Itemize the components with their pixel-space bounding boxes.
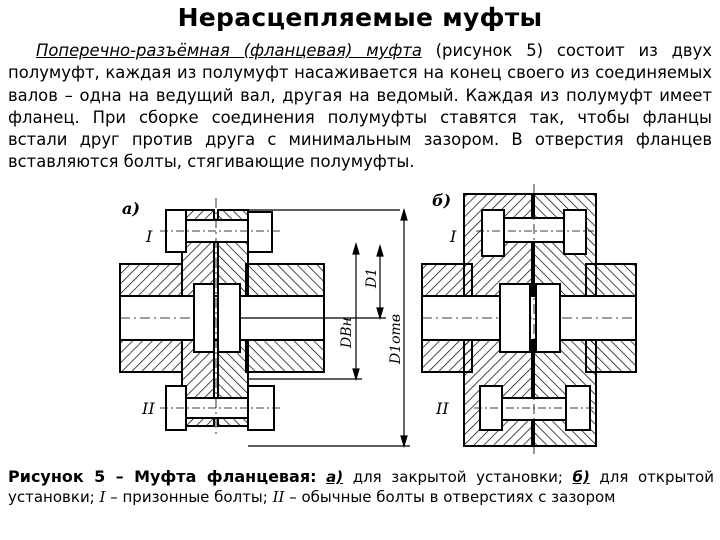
bolt-head-top-b xyxy=(481,209,505,257)
dimension-dvn: DВн xyxy=(339,317,355,349)
dimension-d1otv: D1отв xyxy=(388,314,404,365)
centre-boss-a xyxy=(193,283,215,353)
caption-b-text: для открытой установки; xyxy=(8,468,714,506)
figure-a-label: а) xyxy=(122,199,140,218)
caption-ii-letter: II xyxy=(272,488,285,506)
caption-i-letter: I xyxy=(99,488,106,506)
bolt-type-1-label-a: I xyxy=(145,227,153,246)
caption-lead: Рисунок 5 – Муфта фланцевая: xyxy=(8,467,317,486)
figure-caption: Рисунок 5 – Муфта фланцевая: а) для закр… xyxy=(8,467,714,507)
caption-i-text: – призонные болты; xyxy=(105,488,273,506)
bolt-type-1-label-b: I xyxy=(449,227,457,246)
dimension-d1: D1 xyxy=(364,268,380,289)
caption-a-text: для закрытой установки; xyxy=(343,468,573,486)
description-paragraph: Поперечно-разъёмная (фланцевая) муфта (р… xyxy=(8,40,712,174)
bolt-type-2-label-a: II xyxy=(141,399,155,418)
paragraph-text: (рисунок 5) состоит из двух полумуфт, ка… xyxy=(8,41,712,172)
bolt-nut-top-b xyxy=(563,209,587,255)
centre-boss-b xyxy=(499,283,531,353)
figure-b-label: б) xyxy=(432,191,451,210)
page-title: Нерасцепляемые муфты xyxy=(177,3,543,32)
caption-b-letter: б) xyxy=(572,468,590,486)
bolt-nut-top-a xyxy=(247,211,273,253)
dimension-lines xyxy=(240,207,410,449)
caption-a-letter: а) xyxy=(326,468,344,486)
coupling-figure: а) б) I II I II D1 DВн D1отв xyxy=(119,184,637,456)
coupling-closed-drawing xyxy=(119,198,410,449)
bolt-type-2-label-b: II xyxy=(435,399,449,418)
term-flange-coupling: Поперечно-разъёмная (фланцевая) муфта xyxy=(36,41,422,60)
caption-ii-text: – обычные болты в отверстиях с зазором xyxy=(284,488,616,506)
coupling-open-drawing xyxy=(421,184,637,456)
